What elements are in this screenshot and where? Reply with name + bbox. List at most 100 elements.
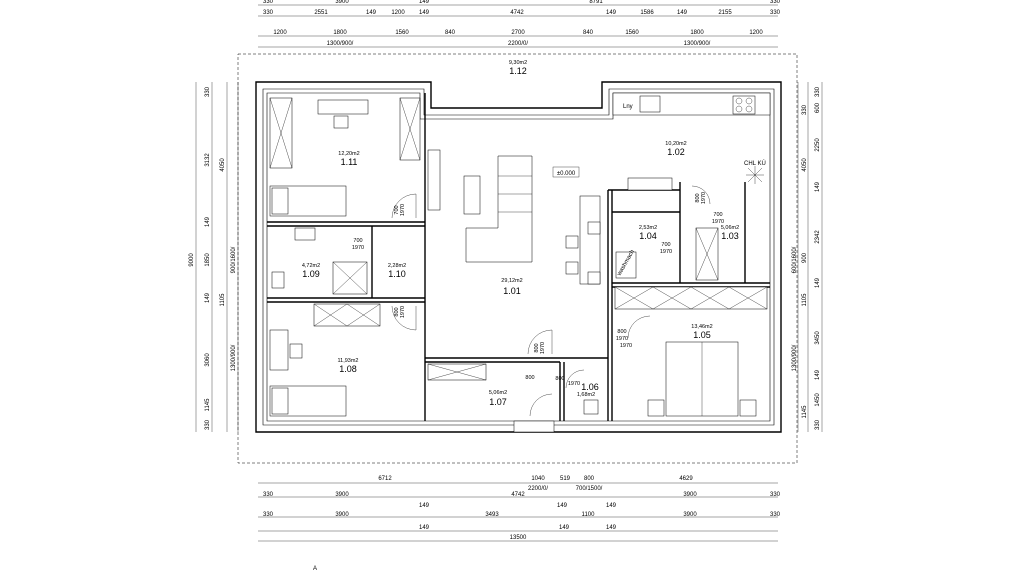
dim-label: 330	[770, 512, 781, 518]
dim-label: 1200	[749, 30, 763, 36]
door-height: 1970	[712, 219, 724, 225]
door-width: 800	[394, 307, 400, 316]
dim-label: 149	[815, 369, 821, 380]
dim-label: 330	[263, 492, 274, 498]
dim-label: 2342	[815, 230, 821, 244]
door-height: 1970	[400, 306, 406, 318]
door-height: 1970	[400, 204, 406, 216]
dim-label: 840	[583, 30, 594, 36]
door-tag-vertical: 800 1970	[534, 342, 546, 354]
room-number: 1.10	[388, 269, 406, 279]
wardrobe	[313, 303, 381, 327]
furniture	[269, 92, 771, 433]
dim-label: 800	[584, 476, 595, 482]
level-mark: ±0.000	[552, 166, 580, 178]
door-tag: 700 1970	[352, 238, 364, 251]
room-1-01: 29,12m2 1.01	[501, 278, 522, 296]
dim-label: 149	[205, 216, 211, 227]
room-area: 9,30m2	[509, 60, 527, 66]
dim-label: 149	[205, 292, 211, 303]
dim-label: 2700	[511, 30, 525, 36]
sofa	[465, 155, 533, 263]
top-r3-dims: 1200 1800 1560 840 2700 840 1560 1800 12…	[273, 30, 763, 47]
door-height: 1970	[568, 381, 580, 387]
door-width: 700	[353, 238, 362, 244]
room-number: 1.04	[639, 231, 657, 241]
dim-label: 1300/900/	[792, 344, 798, 371]
room-1-08: 11,93m2 1.08	[338, 358, 359, 374]
door-tags: 700 1970 700 1970 800 1970 800 1970 700 …	[352, 192, 724, 387]
washbasin	[294, 227, 316, 241]
room-area: 4,72m2	[302, 263, 320, 269]
room-number: 1.03	[721, 231, 739, 241]
pillow	[271, 187, 289, 215]
room-number: 1.01	[503, 286, 521, 296]
desk	[317, 99, 369, 115]
room-area: 11,93m2	[338, 358, 359, 364]
dim-label: 330	[770, 10, 781, 16]
sink	[639, 95, 661, 113]
room-number: 1.12	[509, 66, 527, 76]
room-number: 1.06	[581, 382, 599, 392]
room-area: 10,20m2	[665, 141, 686, 147]
dim-label: 2551	[314, 10, 328, 16]
bottom-dimension-chain: 6712 1040 519 800 4629 2200/0/ 700/1500/…	[258, 476, 781, 542]
dim-label: 2250	[815, 138, 821, 152]
terrace-outline	[237, 53, 798, 464]
room-1-02: 10,20m2 1.02	[665, 141, 686, 157]
tv-unit	[427, 149, 441, 211]
dim-label: 1450	[815, 393, 821, 407]
door-width: 700	[394, 205, 400, 214]
chair	[289, 343, 303, 359]
room-number: 1.05	[693, 330, 711, 340]
room-1-07: 5,06m2 1.07	[489, 390, 507, 407]
dim-label: 149	[419, 503, 430, 509]
dim-label: 2200/0/	[508, 41, 528, 47]
dim-label: 3060	[205, 353, 211, 367]
top-r1-dim: 149	[419, 0, 430, 5]
door-tag-vertical: 800 1970	[394, 306, 406, 318]
dim-label: 149	[559, 525, 570, 531]
dim-label: 1040	[531, 476, 545, 482]
dim-label: 1800	[690, 30, 704, 36]
dim-label: 149	[815, 277, 821, 288]
level-label: ±0.000	[557, 171, 576, 177]
chair	[333, 115, 349, 129]
section-marker-label: A	[313, 566, 317, 570]
dim-label: 330	[205, 419, 211, 430]
room-1-06: 1,68m2 1.06	[577, 382, 599, 398]
section-marker: A	[313, 566, 317, 570]
dim-label: 1850	[205, 253, 211, 267]
dim-label: 1200	[391, 10, 405, 16]
toilet	[271, 271, 285, 289]
dim-label: 149	[606, 525, 617, 531]
boiler-icon	[746, 166, 764, 184]
room-number: 1.11	[341, 157, 358, 167]
door-tag-vertical: 800 1970	[695, 192, 707, 204]
room-area: 5,06m2	[721, 225, 739, 231]
dim-label: 330	[802, 104, 808, 115]
room-area: 1,68m2	[577, 392, 595, 398]
dim-label: 149	[677, 10, 688, 16]
dim-label: 600	[815, 102, 821, 113]
pillow	[271, 387, 289, 415]
dim-label: 1145	[205, 398, 211, 412]
room-1-03: 5,06m2 1.03	[721, 225, 739, 241]
dim-label: 840	[445, 30, 456, 36]
dim-label: 1300/900/	[231, 344, 237, 371]
door-tag-vertical: 700 1970	[394, 204, 406, 216]
dim-label: 3450	[815, 331, 821, 345]
room-number: 1.07	[489, 397, 507, 407]
dim-label: 4629	[679, 476, 693, 482]
fridge-label: Lny	[623, 104, 633, 110]
door-width: 800	[534, 343, 540, 352]
door-height: 1970	[352, 245, 364, 251]
room-area: 29,12m2	[501, 278, 522, 284]
dim-label: 700/1500/	[576, 486, 603, 492]
dim-label: 149	[606, 10, 617, 16]
bottom-total-dim: 13500	[510, 535, 527, 541]
door-tag: 800 1970	[616, 329, 628, 342]
dim-label: 1586	[640, 10, 654, 16]
boiler-label: CHL KÚ	[744, 160, 766, 167]
